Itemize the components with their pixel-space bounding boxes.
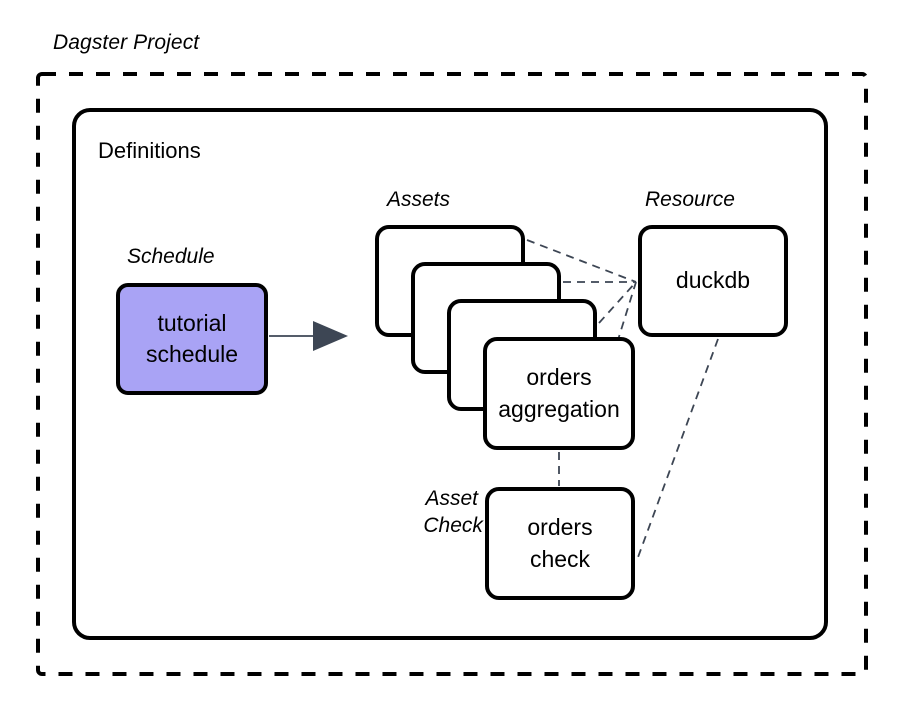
node-duckdb[interactable]: duckdb xyxy=(638,225,788,337)
duckdb-line1: duckdb xyxy=(675,267,751,294)
node-tutorial-schedule[interactable]: tutorial schedule xyxy=(116,283,268,395)
arrowhead-icon xyxy=(313,321,348,351)
schedule-node-line2: schedule xyxy=(145,341,239,367)
node-orders-aggregation[interactable]: orders aggregation xyxy=(483,337,635,450)
definitions-container xyxy=(72,108,828,640)
edge-duckdb-to-check xyxy=(636,338,719,561)
resource-group-label: Resource xyxy=(645,188,735,211)
definitions-label: Definitions xyxy=(98,138,201,163)
edge-asset3-to-duckdb xyxy=(598,281,637,324)
schedule-group-label: Schedule xyxy=(127,245,215,268)
asset-check-group-label: Asset Check xyxy=(400,459,483,567)
orders-check-line1: orders xyxy=(527,514,593,541)
schedule-node-line1: tutorial xyxy=(157,309,227,336)
asset-check-label-line1: Asset xyxy=(425,486,478,510)
asset-check-label-line2: Check xyxy=(423,513,483,537)
project-title: Dagster Project xyxy=(53,31,200,54)
orders-aggregation-line1: orders xyxy=(526,364,592,391)
assets-group-label: Assets xyxy=(387,188,451,211)
edge-asset1-to-duckdb xyxy=(526,239,637,283)
node-orders-check[interactable]: orders check xyxy=(485,487,635,600)
project-boundary xyxy=(36,72,868,676)
orders-check-line2: check xyxy=(529,545,591,572)
orders-aggregation-line2: aggregation xyxy=(498,395,620,422)
